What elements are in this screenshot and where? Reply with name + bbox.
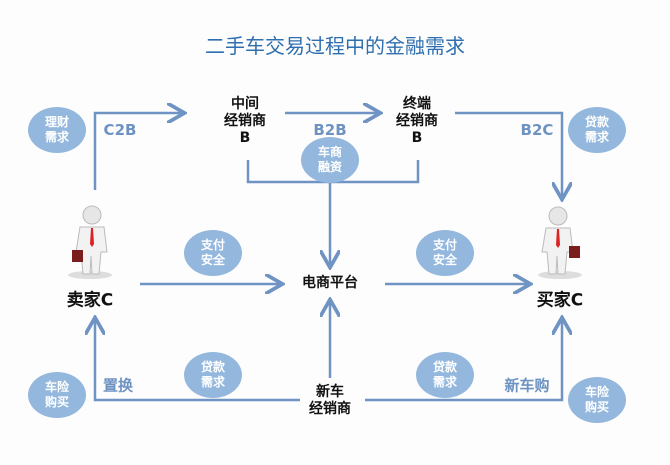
dealer-finance-bubble: 车商 融资 — [301, 137, 359, 183]
b2c-arrow — [455, 111, 562, 197]
seller-figure-icon — [68, 205, 112, 279]
new-purchase-label: 新车购 — [504, 376, 550, 395]
b2b-label: B2B — [313, 121, 347, 139]
new-purchase-arrow — [365, 320, 562, 402]
c2b-label: C2B — [103, 121, 137, 139]
wealth-need-bubble: 理财 需求 — [28, 107, 86, 153]
loan-need-right-bubble: 贷款 需求 — [416, 352, 474, 398]
trade-in-arrow — [95, 320, 300, 402]
buyer-label: 买家C — [536, 290, 584, 311]
loan-need-left-bubble: 贷款 需求 — [184, 352, 242, 398]
buyer-figure-icon — [538, 206, 582, 279]
insurance-right-bubble: 车险 购买 — [568, 377, 626, 423]
seller-label: 卖家C — [66, 290, 114, 311]
new-car-dealer-node: 新车 经销商 — [309, 384, 351, 417]
payment-security-left-bubble: 支付 安全 — [184, 230, 242, 276]
terminal-dealer-node: 终端 经销商 B — [396, 96, 438, 146]
payment-security-right-bubble: 支付 安全 — [416, 230, 474, 276]
trade-in-label: 置换 — [102, 376, 134, 395]
b2c-label: B2C — [520, 121, 554, 139]
page-title: 二手车交易过程中的金融需求 — [205, 34, 465, 58]
ecommerce-platform-node: 电商平台 — [302, 275, 358, 291]
middle-dealer-node: 中间 经销商 B — [224, 96, 266, 146]
loan-need-top-bubble: 贷款 需求 — [568, 107, 626, 153]
insurance-left-bubble: 车险 购买 — [28, 372, 86, 418]
c2b-arrow — [93, 113, 182, 190]
